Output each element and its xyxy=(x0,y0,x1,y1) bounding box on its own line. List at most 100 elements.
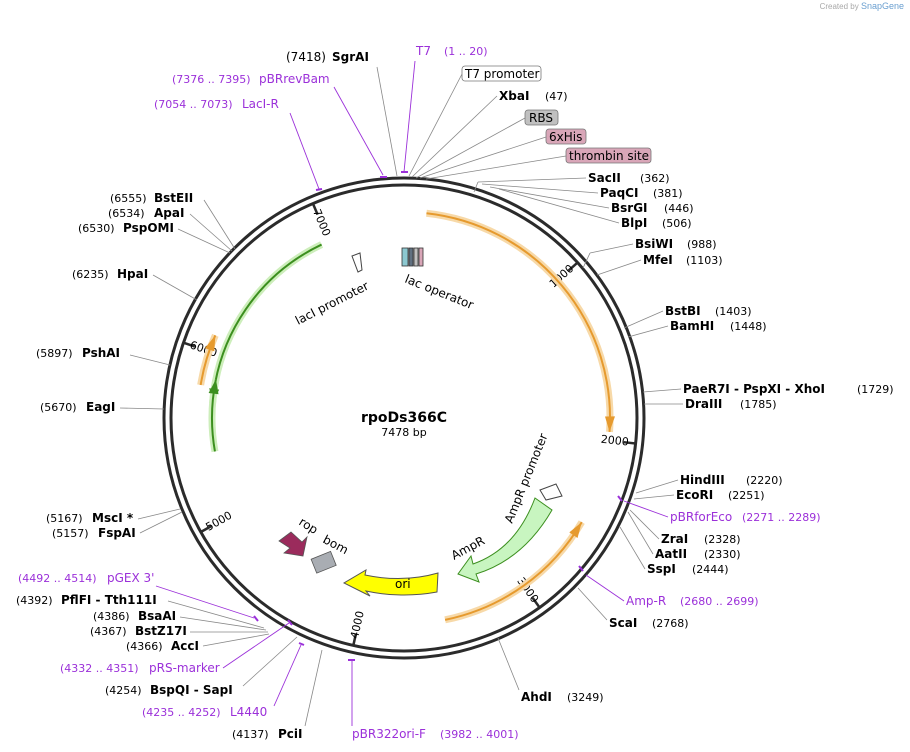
label-ecori: EcoRI (2251) xyxy=(633,488,765,502)
rbs-name: RBS xyxy=(529,111,553,125)
tick-mark xyxy=(311,203,319,216)
plasmid-size: 7478 bp xyxy=(381,426,426,439)
svg-text:(4386): (4386) xyxy=(93,610,130,623)
label-bsrgi: BsrGI (446) xyxy=(489,186,694,215)
svg-text:(1103): (1103) xyxy=(686,254,723,267)
label-pspomi: (6530) PspOMI xyxy=(78,221,231,254)
label-ahdi: AhdI (3249) xyxy=(497,637,604,704)
xbai-name: XbaI xyxy=(499,89,529,103)
svg-text:(2330): (2330) xyxy=(704,548,741,561)
svg-text:ApaI: ApaI xyxy=(154,206,184,220)
label-hpai: (6235) HpaI xyxy=(72,267,198,301)
svg-text:Amp-R: Amp-R xyxy=(626,594,666,608)
svg-text:pBRrevBam: pBRrevBam xyxy=(259,72,330,86)
svg-text:(7054 .. 7073): (7054 .. 7073) xyxy=(154,98,233,111)
label-t7: T7 (1 .. 20) xyxy=(401,44,488,173)
label-bstz17i: (4367) BstZ17I xyxy=(90,624,268,638)
svg-text:(446): (446) xyxy=(664,202,694,215)
svg-text:AccI: AccI xyxy=(171,639,199,653)
label-pbrrevbam: (7376 .. 7395) pBRrevBam xyxy=(172,72,387,178)
thrombin-name: thrombin site xyxy=(569,149,649,163)
svg-text:AhdI: AhdI xyxy=(521,690,552,704)
ampr-arrow xyxy=(457,497,553,583)
svg-text:(5167): (5167) xyxy=(46,512,83,525)
credit-text: Created by xyxy=(819,2,859,11)
ampr-promoter-arrow xyxy=(539,483,563,501)
label-bsaai: (4386) BsaAI xyxy=(93,609,267,631)
svg-text:BspQI - SapI: BspQI - SapI xyxy=(150,683,233,697)
svg-text:(4332 .. 4351): (4332 .. 4351) xyxy=(60,662,139,675)
label-6xhis: 6xHis xyxy=(419,128,587,179)
svg-text:(6530): (6530) xyxy=(78,222,115,235)
tick-mark xyxy=(183,341,196,348)
svg-text:(4392): (4392) xyxy=(16,594,53,607)
svg-text:BsiWI: BsiWI xyxy=(635,237,673,251)
label-amp-r: Amp-R (2680 .. 2699) xyxy=(578,565,759,608)
features xyxy=(197,209,615,624)
label-xbai: XbaI (47) xyxy=(411,89,568,178)
tick-label: 2000 xyxy=(600,433,629,449)
svg-text:(2444): (2444) xyxy=(692,563,729,576)
svg-text:(362): (362) xyxy=(640,172,670,185)
label-pbr322ori-f: pBR322ori-F (3982 .. 4001) xyxy=(348,659,519,741)
tick-label: 7000 xyxy=(310,207,333,238)
label-bsteii: (6555) BstEII xyxy=(110,191,236,250)
his-name: 6xHis xyxy=(549,130,582,144)
svg-text:(5670): (5670) xyxy=(40,401,77,414)
svg-text:(5157): (5157) xyxy=(52,527,89,540)
svg-text:(381): (381) xyxy=(653,187,683,200)
svg-text:(5897): (5897) xyxy=(36,347,73,360)
svg-text:(1729): (1729) xyxy=(857,383,894,396)
label-apai: (6534) ApaI xyxy=(108,206,233,252)
svg-text:(2680 .. 2699): (2680 .. 2699) xyxy=(680,595,759,608)
label-pflfi: (4392) PflFI - Tth111I xyxy=(16,593,265,629)
laci-promoter-arrow xyxy=(351,252,363,273)
xbai-num: (47) xyxy=(545,90,568,103)
sgrai-num: (7418) xyxy=(286,50,326,64)
left-labels: (7376 .. 7395) pBRrevBam (7054 .. 7073) … xyxy=(16,72,387,741)
label-pbrforeco: pBRforEco (2271 .. 2289) xyxy=(617,495,821,524)
label-msci: (5167) MscI * xyxy=(46,508,181,525)
feature-arrowhead xyxy=(208,379,219,395)
laci-promoter-label: lacI promoter xyxy=(293,279,371,328)
tick-mark xyxy=(623,440,636,445)
svg-text:pBRforEco: pBRforEco xyxy=(670,510,732,524)
right-labels: (7418) SgrAI T7 (1 .. 20) T7 promoter Xb… xyxy=(286,44,894,741)
label-xhoi: PaeR7I - PspXI - XhoI (1729) xyxy=(642,382,894,396)
svg-text:L4440: L4440 xyxy=(230,705,267,719)
svg-text:LacI-R: LacI-R xyxy=(242,97,279,111)
snapgene-credit: Created by SnapGene xyxy=(820,1,904,11)
svg-text:(2251): (2251) xyxy=(728,489,765,502)
tick-label: 4000 xyxy=(348,610,367,640)
svg-text:BsrGI: BsrGI xyxy=(611,201,648,215)
svg-text:(506): (506) xyxy=(662,217,692,230)
svg-text:(2220): (2220) xyxy=(746,474,783,487)
label-bstbi: BstBI (1403) xyxy=(623,304,752,329)
svg-text:ZraI: ZraI xyxy=(661,532,688,546)
svg-text:(4366): (4366) xyxy=(126,640,163,653)
backbone-ring xyxy=(162,176,646,660)
svg-text:DraIII: DraIII xyxy=(685,397,722,411)
svg-text:(4137): (4137) xyxy=(232,728,269,741)
label-paqci: PaqCI (381) xyxy=(481,183,683,200)
ori-arrow xyxy=(342,568,439,597)
svg-text:BstEII: BstEII xyxy=(154,191,193,205)
feature-arc xyxy=(426,212,611,432)
svg-text:(6534): (6534) xyxy=(108,207,145,220)
svg-text:HindIII: HindIII xyxy=(680,473,725,487)
tick-mark xyxy=(200,525,212,534)
label-l4440: (4235 .. 4252) L4440 xyxy=(142,642,305,719)
t7-name: T7 xyxy=(415,44,431,58)
label-bamhi: BamHI (1448) xyxy=(627,319,767,338)
label-scai: ScaI (2768) xyxy=(577,587,689,630)
feature-arc xyxy=(211,243,323,404)
svg-text:(3249): (3249) xyxy=(567,691,604,704)
label-sacii: SacII (362) xyxy=(473,171,670,193)
sgrai-name: SgrAI xyxy=(332,50,369,64)
tick-label: 5000 xyxy=(203,509,234,534)
label-mfei: MfeI (1103) xyxy=(596,253,723,276)
svg-text:PspOMI: PspOMI xyxy=(123,221,174,235)
svg-text:EcoRI: EcoRI xyxy=(676,488,713,502)
plasmid-name: rpoDs366C xyxy=(361,410,447,426)
